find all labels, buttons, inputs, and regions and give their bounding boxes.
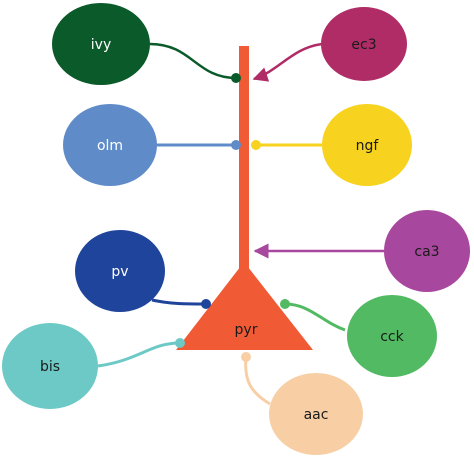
- ca3-label: ca3: [414, 244, 439, 260]
- ivy-connection: [149, 42, 237, 80]
- aac-label: aac: [304, 407, 329, 423]
- cck-synapse-dot: [280, 299, 290, 309]
- pv-connection: [151, 298, 207, 306]
- olm-synapse-dot: [231, 140, 241, 150]
- pyramidal-cell: pyr: [176, 46, 313, 350]
- bis-node: [2, 323, 98, 409]
- bis-connection: [97, 341, 181, 368]
- cck-label: cck: [380, 329, 404, 345]
- pv-node: [75, 230, 165, 312]
- olm-label: olm: [97, 138, 123, 154]
- bis-synapse-dot: [175, 338, 185, 348]
- ec3-label: ec3: [351, 37, 376, 53]
- ngf-node: [322, 104, 412, 186]
- ec3-node: [321, 7, 407, 81]
- ivy-node: [52, 3, 150, 85]
- ngf-label: ngf: [356, 138, 380, 154]
- ec3-connection: [252, 42, 323, 82]
- cck-node: [347, 295, 437, 377]
- bis-label: bis: [40, 359, 60, 375]
- aac-node: [269, 373, 363, 455]
- olm-node: [63, 104, 157, 186]
- ca3-node: [384, 210, 470, 292]
- interneuron-nodes: ivy ec3 olm ngf ca3 pv cck bis aac: [2, 3, 470, 455]
- pv-label: pv: [111, 264, 128, 280]
- cck-connection: [284, 302, 346, 332]
- pyramidal-soma: [176, 262, 313, 350]
- ivy-label: ivy: [91, 37, 111, 53]
- ngf-synapse-dot: [251, 140, 261, 150]
- aac-synapse-dot: [241, 352, 251, 362]
- connections: [97, 42, 384, 406]
- aac-connection: [244, 356, 271, 406]
- ivy-synapse-dot: [231, 73, 241, 83]
- apical-dendrite: [239, 46, 249, 282]
- pyr-label: pyr: [235, 322, 258, 338]
- pv-synapse-dot: [201, 299, 211, 309]
